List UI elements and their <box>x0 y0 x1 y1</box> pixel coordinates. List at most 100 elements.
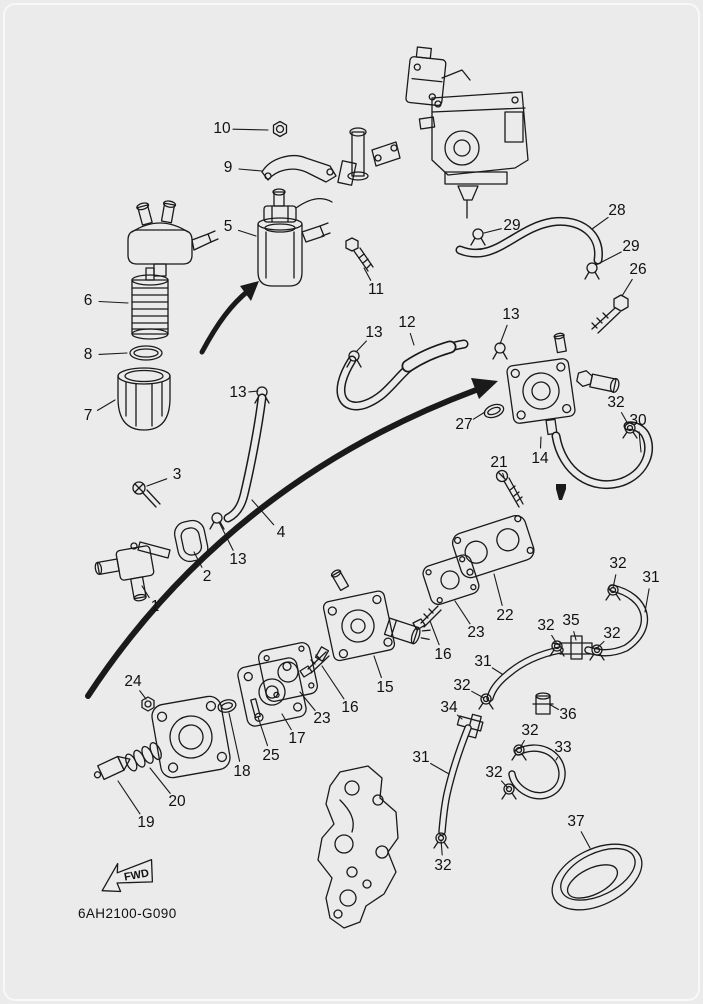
part-clip-29-right <box>584 262 600 280</box>
fwd-arrow: FWD <box>101 859 154 893</box>
callout-2: 2 <box>202 568 212 585</box>
part-gasket-2 <box>173 519 209 563</box>
part-grommet-37 <box>551 843 643 911</box>
part-hose-30 <box>551 421 653 490</box>
callout-5: 5 <box>223 218 233 235</box>
part-bolt-3 <box>132 481 161 508</box>
callout-23: 23 <box>313 710 331 727</box>
callout-13: 13 <box>229 384 247 401</box>
flow-arrow-large <box>85 378 498 699</box>
callout-18: 18 <box>233 763 251 780</box>
callout-21: 21 <box>490 454 508 471</box>
part-nut-10 <box>272 120 288 138</box>
diagram-code: 6AH2100-G090 <box>78 906 177 921</box>
part-hose-12 <box>336 339 469 411</box>
callout-20: 20 <box>168 793 186 810</box>
callout-22: 22 <box>496 607 514 624</box>
callout-23: 23 <box>467 624 485 641</box>
part-clip-13-a <box>346 350 362 368</box>
callout-31: 31 <box>474 653 492 670</box>
callout-12: 12 <box>398 314 416 331</box>
part-filter-cup-7 <box>117 367 171 431</box>
callout-32: 32 <box>434 857 452 874</box>
part-fuel-filter-5 <box>257 188 333 287</box>
callout-16: 16 <box>341 699 359 716</box>
leader-lines <box>96 128 650 856</box>
callout-4: 4 <box>276 524 286 541</box>
fwd-label: FWD <box>123 867 150 883</box>
callout-17: 17 <box>288 730 306 747</box>
callout-11: 11 <box>367 281 385 298</box>
callout-29: 29 <box>622 238 640 255</box>
part-plate-22 <box>451 514 535 579</box>
part-hose-28 <box>455 216 603 265</box>
callout-9: 9 <box>223 159 233 176</box>
callout-32: 32 <box>521 722 539 739</box>
callout-32: 32 <box>485 764 503 781</box>
callout-13: 13 <box>502 306 520 323</box>
part-cover-flange <box>151 695 231 779</box>
part-hose-33 <box>508 744 566 800</box>
part-nut-24 <box>141 696 155 712</box>
callout-7: 7 <box>83 407 93 424</box>
callout-32: 32 <box>453 677 471 694</box>
part-screw-small <box>556 484 566 500</box>
part-plate-17 <box>237 657 307 727</box>
callout-33: 33 <box>554 739 572 756</box>
callout-32: 32 <box>607 394 625 411</box>
callout-10: 10 <box>213 120 231 137</box>
part-hose-31-bottom <box>438 724 472 836</box>
callout-36: 36 <box>559 706 577 723</box>
part-filter-element-6 <box>131 267 169 340</box>
callout-14: 14 <box>531 450 549 467</box>
part-pump-15 <box>314 569 431 662</box>
callout-15: 15 <box>376 679 394 696</box>
part-bracket-9 <box>261 155 337 183</box>
callout-24: 24 <box>124 673 142 690</box>
callout-8: 8 <box>83 346 93 363</box>
flow-arrow-small <box>199 281 259 355</box>
part-engine-bracket <box>317 765 399 929</box>
callout-31: 31 <box>642 569 660 586</box>
callout-37: 37 <box>567 813 585 830</box>
part-bolt-26 <box>591 294 629 334</box>
part-o-ring-8 <box>129 345 163 361</box>
part-fuel-cock-1 <box>94 541 171 602</box>
part-bolt-11 <box>345 237 374 272</box>
part-bolt-16-upper <box>412 605 442 631</box>
part-clip-13-b <box>492 342 508 360</box>
callout-13: 13 <box>229 551 247 568</box>
part-gasket-23-upper <box>422 554 480 606</box>
part-bolt-21 <box>495 469 524 508</box>
callout-19: 19 <box>137 814 155 831</box>
part-filter-cap <box>127 200 219 277</box>
part-carburetor <box>337 46 529 219</box>
part-hose-31-top <box>584 584 649 657</box>
part-plug-36 <box>532 692 554 715</box>
callout-32: 32 <box>537 617 555 634</box>
callout-25: 25 <box>262 747 280 764</box>
callout-34: 34 <box>440 699 458 716</box>
callout-32: 32 <box>603 625 621 642</box>
callout-35: 35 <box>562 612 580 629</box>
callout-29: 29 <box>503 217 521 234</box>
callout-16: 16 <box>434 646 452 663</box>
part-valve-19 <box>93 755 131 781</box>
callout-13: 13 <box>365 324 383 341</box>
callout-26: 26 <box>629 261 647 278</box>
part-o-ring-27 <box>483 403 505 419</box>
part-o-ring-18 <box>217 699 237 713</box>
callout-30: 30 <box>629 412 647 429</box>
callout-3: 3 <box>172 466 182 483</box>
callout-28: 28 <box>608 202 626 219</box>
part-fuel-pump-14 <box>506 332 620 436</box>
part-clip-13-d <box>209 512 225 530</box>
callout-31: 31 <box>412 749 430 766</box>
callout-6: 6 <box>83 292 93 309</box>
part-pipe-4 <box>223 393 267 523</box>
part-clip-29-left <box>470 228 486 246</box>
callout-1: 1 <box>150 598 160 615</box>
part-clamps-32 <box>433 422 638 849</box>
